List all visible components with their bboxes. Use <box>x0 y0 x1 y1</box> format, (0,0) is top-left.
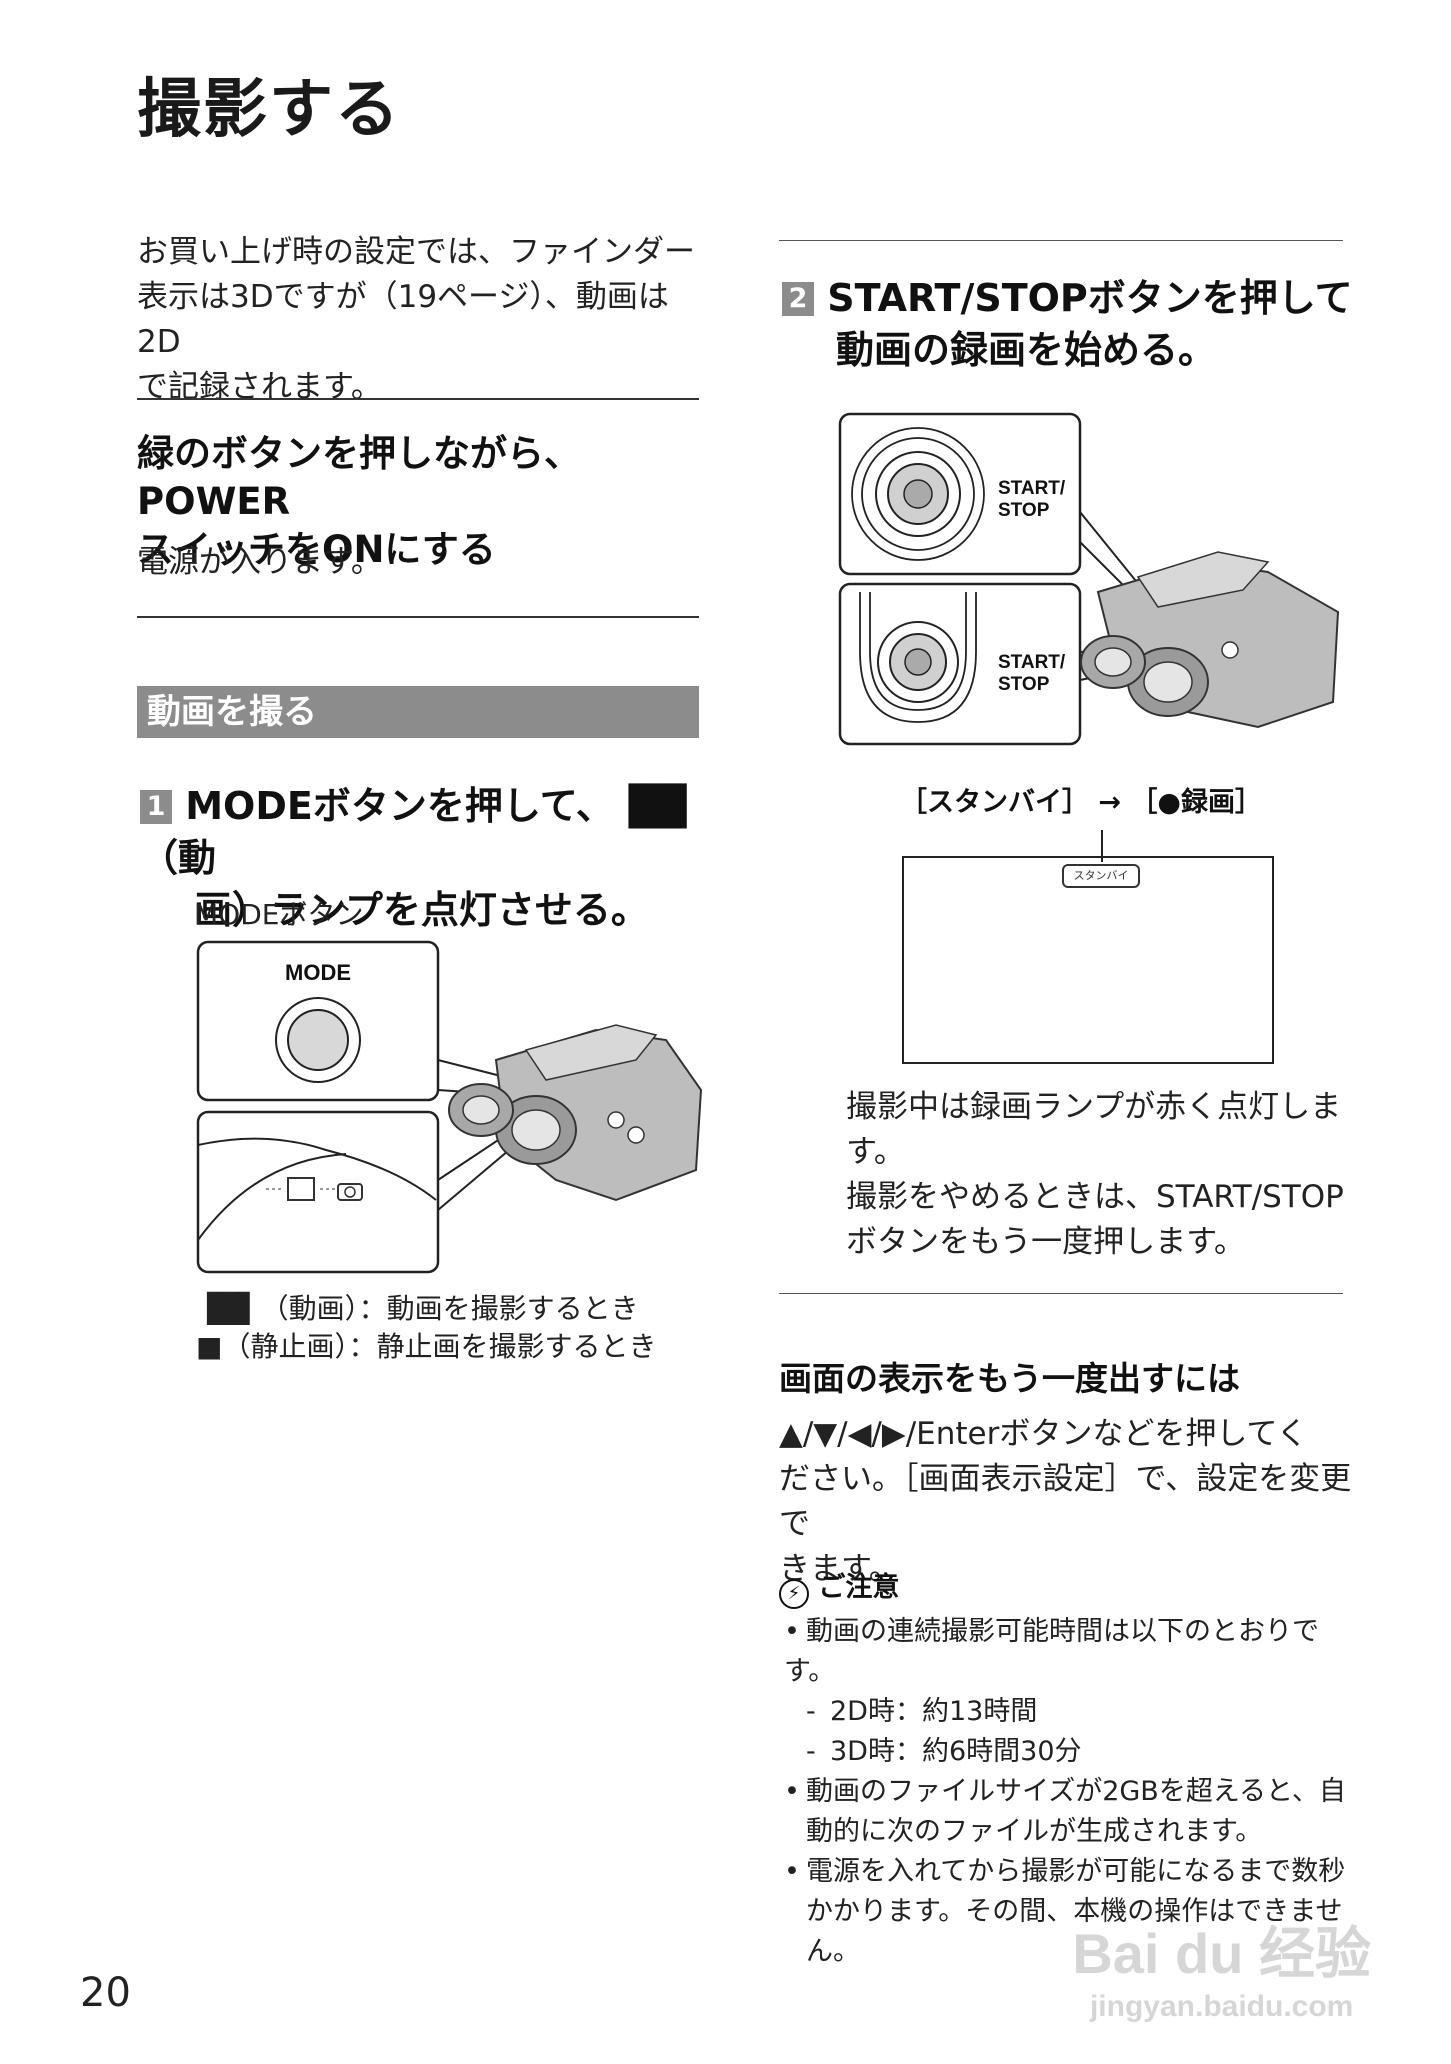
step2-instruction: 2 START/STOPボタンを押して 動画の録画を始める。 <box>782 272 1382 376</box>
notes-list: •動画の連続撮影可能時間は以下のとおりです。 -2D時：約13時間 -3D時：約… <box>784 1612 1364 1972</box>
mode-label: MODE <box>285 960 351 985</box>
mode-legend: ▐█▌（動画）：動画を撮影するとき ■（静止画）：静止画を撮影するとき <box>196 1290 656 1366</box>
camera-lamp-icon <box>337 1183 363 1201</box>
list-item: 動的に次のファイルが生成されます。 <box>806 1816 1263 1847</box>
intro-line: で記録されます。 <box>137 369 382 405</box>
intro-line: 表示は3Dですが（19ページ）、動画は2D <box>137 279 669 360</box>
divider <box>137 398 699 400</box>
mode-camera-illustration: MODE <box>196 940 703 1274</box>
intro-text: お買い上げ時の設定では、ファインダー 表示は3Dですが（19ページ）、動画は2D… <box>137 230 697 410</box>
notes-heading: ⚡ ご注意 <box>779 1565 899 1609</box>
recording-description: 撮影中は録画ランプが赤く点灯しま す。 撮影をやめるときは、START/STOP… <box>846 1089 1344 1260</box>
camera-body-icon <box>1080 551 1340 729</box>
svg-text:STOP: STOP <box>998 674 1050 695</box>
power-body: 電源が入ります。 <box>137 544 382 580</box>
step2-number: 2 <box>782 282 814 316</box>
power-heading: 緑のボタンを押しながら、POWER スイッチをONにする <box>137 430 717 574</box>
list-item: •動画のファイルサイズが2GBを超えると、自 <box>784 1776 1346 1807</box>
watermark: Bai du 经验 jingyan.baidu.com <box>1072 1909 1371 2024</box>
step1-number: 1 <box>140 790 172 824</box>
redisplay-body: ▲/▼/◀/▶/Enterボタンなどを押してく ださい。［画面表示設定］で、設定… <box>779 1416 1352 1587</box>
movie-icon: ▐█▌ <box>196 1292 261 1325</box>
mode-lamp-panel <box>196 1110 440 1274</box>
divider <box>779 240 1343 241</box>
intro-line: お買い上げ時の設定では、ファインダー <box>137 234 695 270</box>
callout-line <box>1101 830 1103 862</box>
movie-section-bar: 動画を撮る <box>137 686 699 738</box>
power-heading-line: スイッチをONにする <box>137 528 496 571</box>
legend-still: ■（静止画）：静止画を撮影するとき <box>196 1330 657 1363</box>
list-item: •動画の連続撮影可能時間は以下のとおりです。 <box>784 1616 1319 1687</box>
legend-movie: ▐█▌（動画）：動画を撮影するとき <box>196 1292 639 1325</box>
watermark-url: jingyan.baidu.com <box>1089 1990 1354 2023</box>
state-transition-label: ［スタンバイ］ → ［●録画］ <box>900 787 1262 818</box>
power-heading-line: 緑のボタンを押しながら、POWER <box>137 432 581 523</box>
list-item: -3D時：約6時間30分 <box>806 1736 1082 1767</box>
start-stop-label: START/ <box>998 652 1066 673</box>
list-item: -2D時：約13時間 <box>806 1696 1038 1727</box>
standby-badge: スタンバイ <box>1062 864 1140 888</box>
list-item: •電源を入れてから撮影が可能になるまで数秒 <box>784 1856 1346 1887</box>
start-stop-label: START/ <box>998 478 1066 499</box>
camera-icon: ■ <box>196 1330 223 1363</box>
page-number: 20 <box>80 1970 131 2016</box>
watermark-logo: Bai du 经验 <box>1072 1922 1371 1985</box>
movie-lamp-icon <box>287 1177 315 1201</box>
step1-line: 画）ランプを点灯させる。 <box>194 888 649 932</box>
mode-button-caption: MODEボタン <box>194 898 364 931</box>
redisplay-heading: 画面の表示をもう一度出すには <box>779 1359 1241 1398</box>
divider <box>779 1293 1343 1294</box>
page-title: 撮影する <box>137 73 401 147</box>
step2-line: 動画の録画を始める。 <box>836 328 1217 372</box>
standby-screen: スタンバイ <box>902 856 1274 1064</box>
step1-line: MODEボタンを押して、▐█▌（動 <box>140 784 702 880</box>
start-stop-panel-bottom <box>838 582 1082 746</box>
divider <box>137 616 699 618</box>
start-stop-illustration: START/ STOP START/ STOP <box>838 412 1340 746</box>
caution-icon: ⚡ <box>779 1579 809 1609</box>
step1-instruction: 1 MODEボタンを押して、▐█▌（動 画）ランプを点灯させる。 <box>140 780 720 936</box>
list-item: かかります。その間、本機の操作はできません。 <box>806 1896 1343 1967</box>
svg-text:STOP: STOP <box>998 500 1050 521</box>
step2-line: START/STOPボタンを押して <box>827 276 1353 320</box>
camera-body-icon <box>448 1024 703 1202</box>
